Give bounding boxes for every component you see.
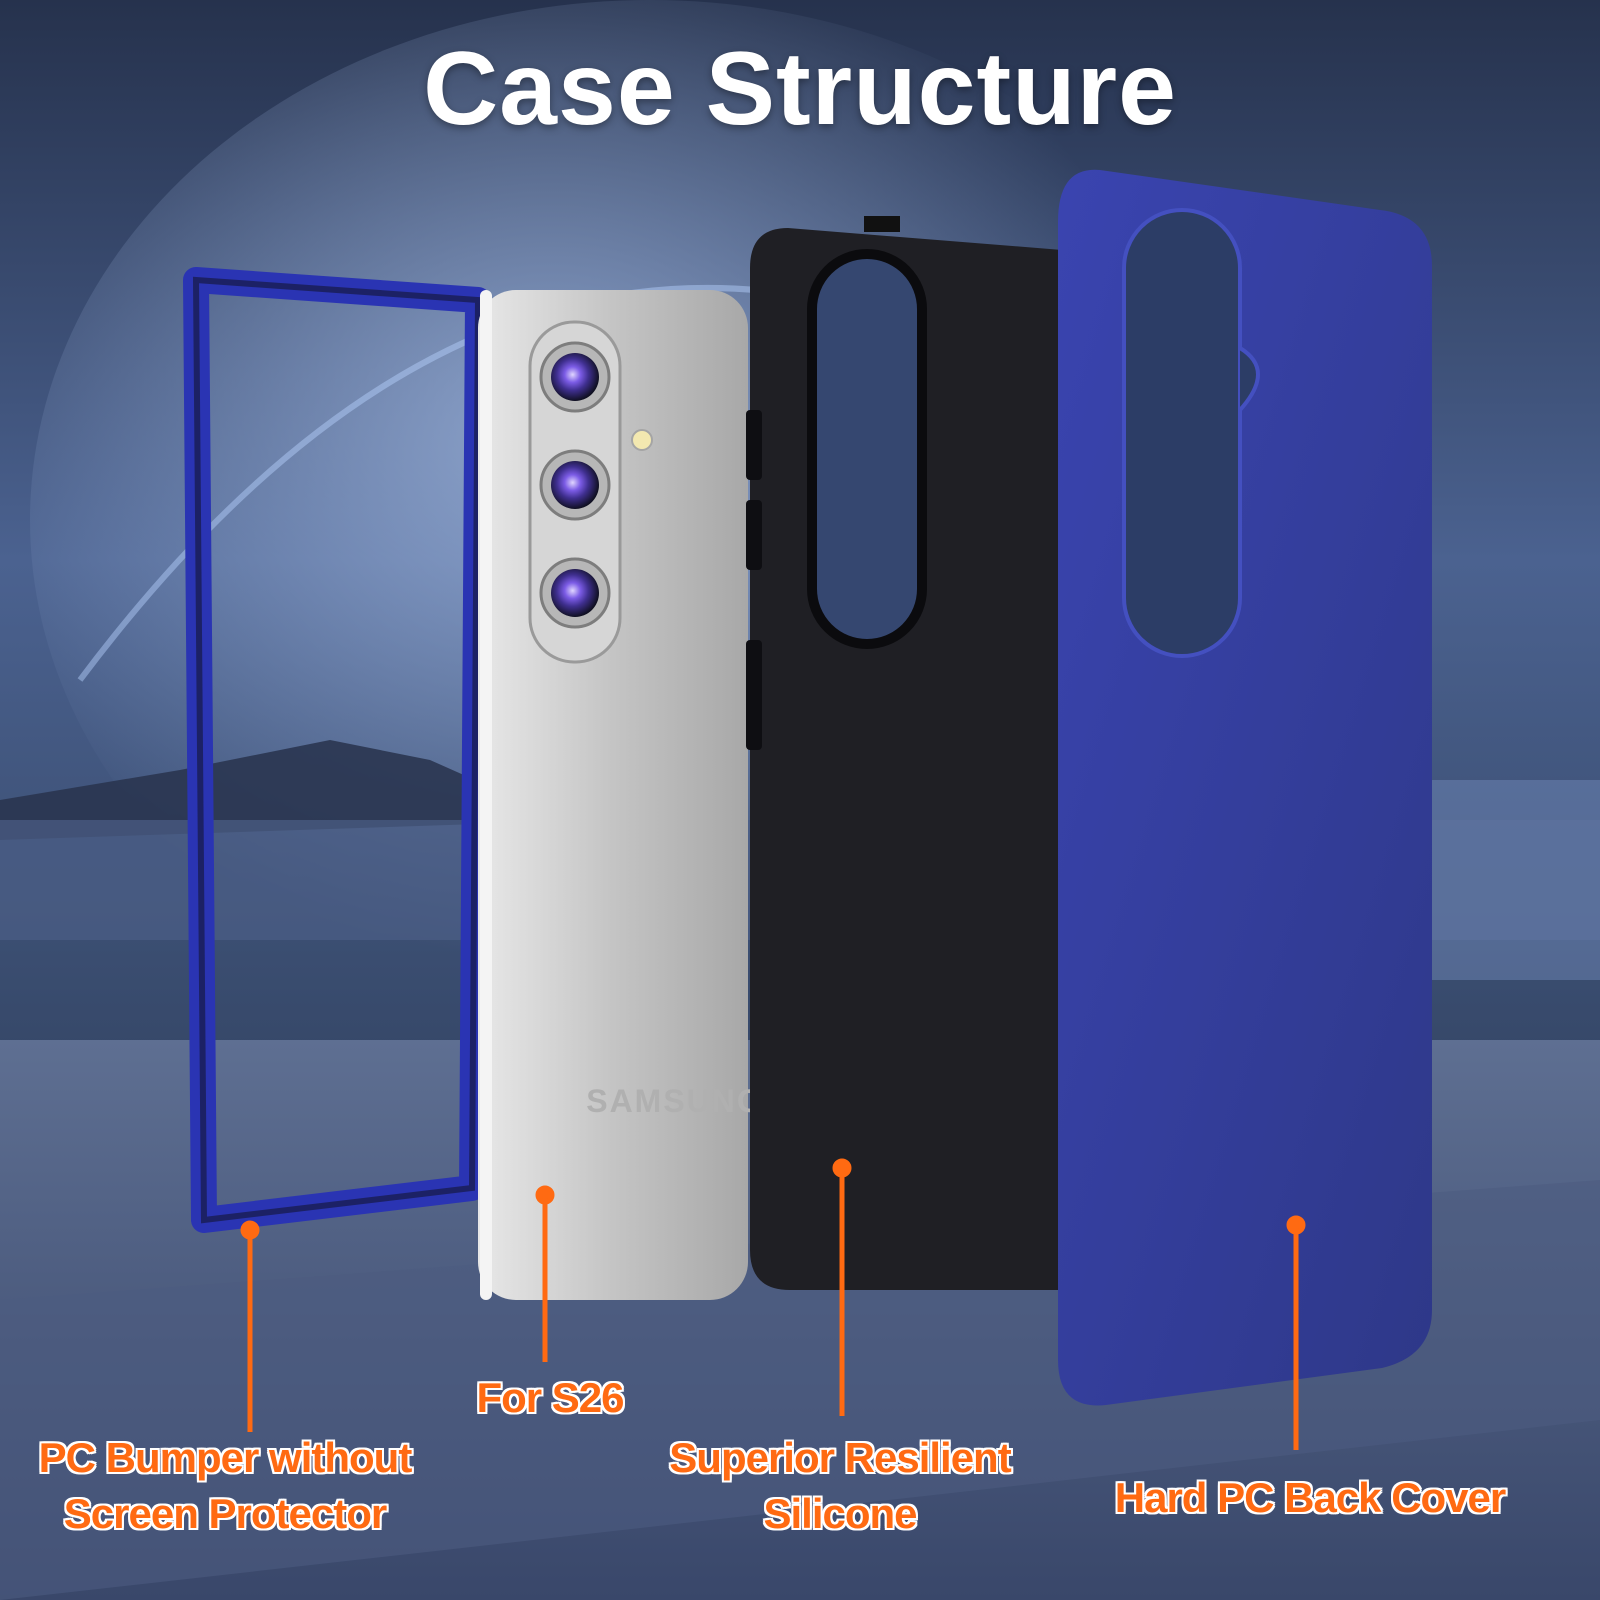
callout-back-cover-line1: Hard PC Back Cover: [1114, 1474, 1507, 1521]
callout-silicone: Superior Resilient Silicone: [640, 1430, 1040, 1542]
callout-silicone-line1: Superior Resilient: [669, 1434, 1011, 1481]
callout-phone-model-line1: For S26: [476, 1374, 624, 1421]
callout-leaders: [240, 1158, 1306, 1450]
brand-wordmark: SAMSUNG: [586, 1083, 764, 1119]
page-title: Case Structure: [423, 31, 1177, 147]
pc-bumper-frame: [183, 267, 491, 1233]
callout-pc-bumper: PC Bumper without Screen Protector: [10, 1430, 440, 1542]
silicone-sleeve: [746, 216, 1062, 1290]
callout-pc-bumper-line1: PC Bumper without: [38, 1434, 413, 1481]
hard-pc-back-cover: [1058, 169, 1432, 1406]
callout-back-cover: Hard PC Back Cover: [1080, 1470, 1540, 1526]
phone-body: SAMSUNG: [478, 290, 764, 1300]
callout-pc-bumper-line2: Screen Protector: [63, 1490, 387, 1537]
callout-silicone-line2: Silicone: [763, 1490, 917, 1537]
callout-phone-model: For S26: [450, 1370, 650, 1426]
